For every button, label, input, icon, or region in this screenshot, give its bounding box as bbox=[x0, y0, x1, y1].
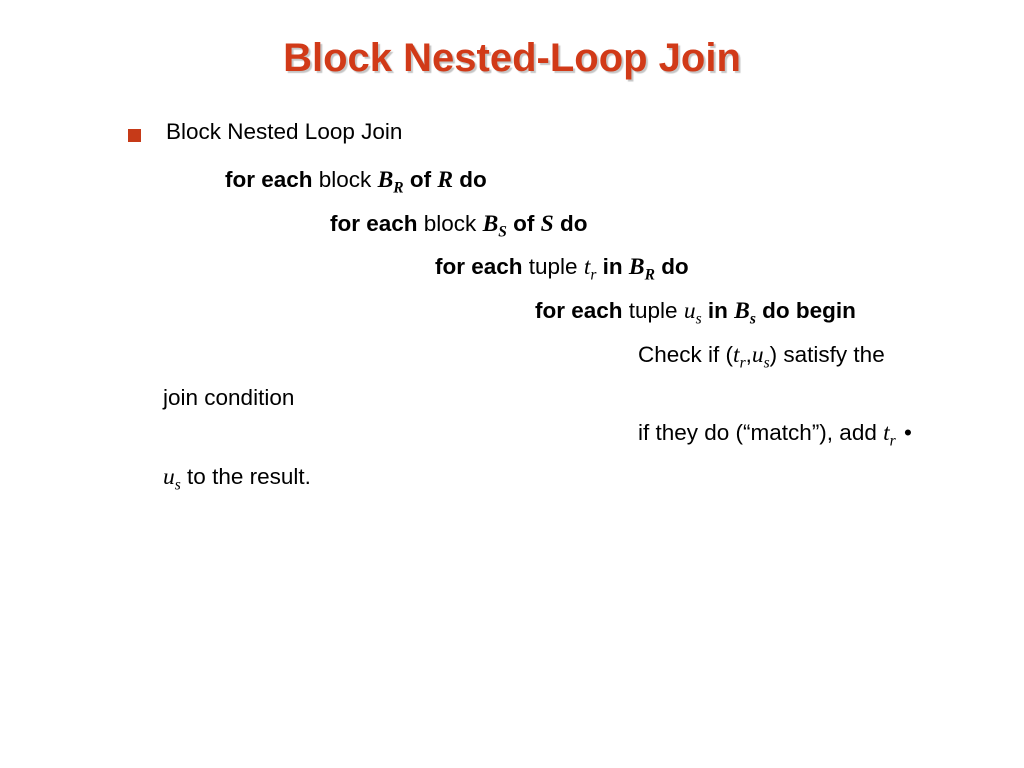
pseudocode-line-3: for each tuple tr in BR do bbox=[163, 249, 916, 293]
text-if-they-do-match: if they do (“match”), add bbox=[638, 420, 884, 446]
pseudocode-line-4: for each tuple us in Bs do begin bbox=[163, 293, 916, 337]
variable-t-sub-r: tr bbox=[733, 341, 746, 372]
word-block: block bbox=[312, 167, 378, 192]
variable-S: S bbox=[540, 210, 554, 237]
word-of: of bbox=[506, 210, 541, 236]
variable-B-sub-S: BS bbox=[482, 210, 507, 241]
variable-B-sub-R: BR bbox=[377, 167, 404, 197]
variable-u-sub-s: us bbox=[751, 341, 770, 372]
text-satisfy-join-condition: ) satisfy the join condition bbox=[163, 341, 885, 411]
pseudocode-block: for each block BR of R do for each block… bbox=[0, 162, 1024, 503]
keyword-begin: begin bbox=[795, 298, 856, 324]
concat-operator-icon: • bbox=[897, 420, 912, 446]
text-to-the-result: to the result. bbox=[180, 464, 311, 490]
variable-B-sub-R: BR bbox=[628, 254, 655, 285]
square-bullet-icon bbox=[128, 129, 141, 142]
text-comma: , bbox=[745, 341, 752, 367]
text-check-if: Check if ( bbox=[638, 341, 734, 367]
pseudocode-line-6: if they do (“match”), add tr • us to the… bbox=[163, 415, 916, 502]
word-in: in bbox=[701, 298, 735, 324]
bullet-item: Block Nested Loop Join bbox=[0, 116, 1024, 148]
pseudocode-line-2: for each block BS of S do bbox=[163, 206, 916, 250]
bullet-item-label: Block Nested Loop Join bbox=[166, 119, 403, 144]
word-block: block bbox=[417, 210, 483, 236]
variable-u-sub-s: us bbox=[683, 298, 702, 328]
keyword-for-each: for each bbox=[535, 298, 623, 324]
variable-t-sub-r: tr bbox=[883, 420, 896, 451]
variable-B-sub-s: Bs bbox=[734, 298, 756, 328]
word-do: do bbox=[553, 210, 588, 236]
variable-t-sub-r: tr bbox=[583, 254, 597, 285]
variable-R: R bbox=[437, 167, 454, 193]
word-do: do bbox=[453, 167, 487, 192]
word-of: of bbox=[403, 167, 438, 192]
word-do: do bbox=[755, 298, 790, 324]
page-title: Block Nested-Loop Join bbox=[283, 36, 741, 80]
keyword-for-each: for each bbox=[435, 254, 523, 280]
word-tuple: tuple bbox=[522, 254, 584, 280]
keyword-for-each: for each bbox=[330, 210, 418, 236]
variable-u-sub-s: us bbox=[163, 464, 181, 494]
word-in: in bbox=[596, 254, 629, 280]
slide-content: Block Nested Loop Join for each block BR… bbox=[0, 116, 1024, 503]
pseudocode-line-5: Check if (tr,us) satisfy the join condit… bbox=[163, 337, 916, 416]
word-tuple: tuple bbox=[622, 298, 684, 324]
word-do: do bbox=[654, 254, 689, 280]
pseudocode-line-1: for each block BR of R do bbox=[163, 162, 916, 206]
keyword-for-each: for each bbox=[225, 167, 313, 192]
